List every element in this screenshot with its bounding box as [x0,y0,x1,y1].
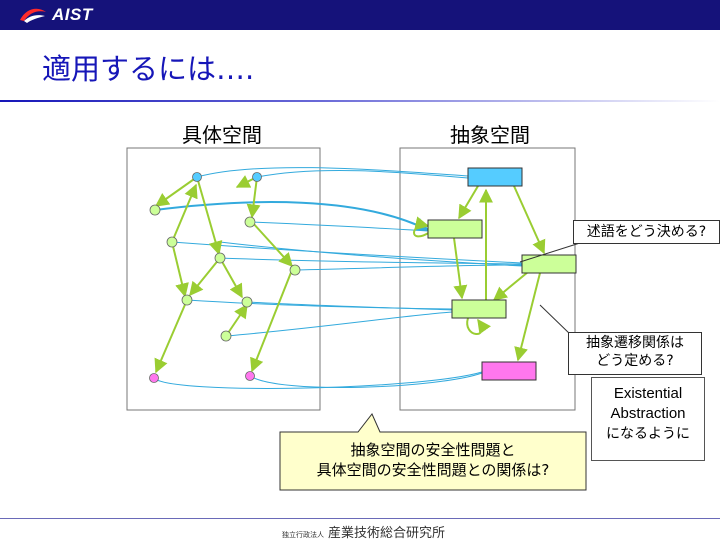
predicate-callout-pointer [519,241,584,263]
title-underline [0,100,720,102]
abstraction-links [153,167,523,389]
existential-callout-line1: Existential [613,385,683,402]
predicate-callout-text: 述語をどう決める? [586,224,707,240]
existential-callout-line2: Abstraction [610,405,686,422]
abstract-state-error [481,361,537,381]
abstract-state-2 [521,254,577,274]
abstract-space-frame [399,147,576,411]
abstract-state-1 [427,219,483,239]
header-bar: AIST [0,0,720,30]
aist-swoosh-icon [20,8,46,23]
transition-callout-pointer [539,304,573,337]
abstract-transitions [413,185,546,362]
existential-callout: Existential Abstraction になるように [591,377,705,461]
transition-callout-line1: 抽象遷移関係は [586,335,684,351]
concrete-state-error [245,371,255,381]
question-bubble-line1: 抽象空間の安全性問題と [350,441,516,459]
abstract-state-3 [451,299,507,319]
abstract-space-heading: 抽象空間 [450,123,530,147]
abstract-state-initial [467,167,523,187]
question-bubble-line2: 具体空間の安全性問題との関係は? [316,461,550,479]
concrete-state [214,252,226,264]
concrete-transitions [154,175,293,374]
concrete-state [181,294,193,306]
existential-callout-line3: になるように [606,426,690,442]
question-bubble [279,413,587,491]
concrete-state [289,264,301,276]
predicate-callout: 述語をどう決める? [573,220,720,244]
concrete-state [241,296,253,308]
transition-callout: 抽象遷移関係は どう定める? [568,332,702,375]
concrete-state-initial [252,172,262,182]
aist-logo: AIST [18,4,93,26]
footer: 独立行政法人 産業技術総合研究所 [282,522,445,541]
concrete-state-initial [192,172,202,182]
concrete-state [244,216,256,228]
footer-org-name: 産業技術総合研究所 [328,526,446,541]
concrete-state [149,204,161,216]
concrete-space-heading: 具体空間 [182,123,262,147]
concrete-state-error [149,373,159,383]
concrete-space-frame [126,147,321,411]
logo-text: AIST [52,5,93,24]
concrete-states [149,172,301,383]
concrete-state [166,236,178,248]
footer-rule [0,518,720,519]
concrete-state [220,330,232,342]
transition-callout-line2: どう定める? [596,353,674,369]
question-bubble-text: 抽象空間の安全性問題と 具体空間の安全性問題との関係は? [280,440,586,480]
slide-title: 適用するには…. [42,52,255,86]
footer-small-text: 独立行政法人 [282,531,324,539]
